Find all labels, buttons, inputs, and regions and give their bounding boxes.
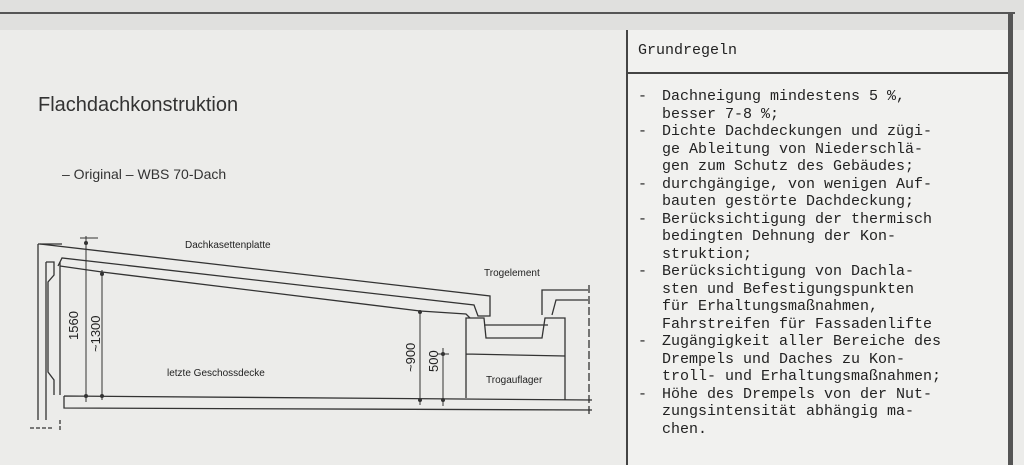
bullet-dash: - xyxy=(638,333,648,350)
rules-box: Grundregeln -Dachneigung mindestens 5 %,… xyxy=(626,30,1012,465)
wall-base xyxy=(30,420,61,430)
bullet-dash: - xyxy=(638,175,648,193)
rules-heading: Grundregeln xyxy=(628,30,1012,74)
flat-roof-section-drawing xyxy=(30,236,593,430)
outer-wall xyxy=(37,243,62,420)
dimension-1560: 1560 xyxy=(66,311,81,340)
label-trough-element: Trogelement xyxy=(484,268,540,279)
roof-plate-top xyxy=(39,243,491,317)
label-top-floor-slab: letzte Geschossdecke xyxy=(167,368,265,379)
roof-plate-underside xyxy=(59,265,471,319)
dimension-1300: ~1300 xyxy=(88,315,103,352)
bullet-dash: - xyxy=(638,263,648,280)
rule-item: -Höhe des Drempels von der Nut- zungsint… xyxy=(638,386,1012,439)
rule-text: Dichte Dachdeckungen und zügi- ge Ableit… xyxy=(662,123,933,175)
rules-list: -Dachneigung mindestens 5 %, besser 7-8 … xyxy=(628,74,1012,438)
rule-item: -Berücksichtigung von Dachla- sten und B… xyxy=(638,263,1012,333)
rule-text: durchgängige, von wenigen Auf- bauten ge… xyxy=(662,175,933,211)
rule-item: -Berücksichtigung der thermisch bedingte… xyxy=(638,211,1012,264)
rule-text: Dachneigung mindestens 5 %, besser 7-8 %… xyxy=(662,88,906,123)
dimension-900: ~900 xyxy=(403,342,418,372)
bullet-dash: - xyxy=(638,123,648,140)
bullet-dash: - xyxy=(638,385,648,403)
top-rule xyxy=(0,12,1015,14)
label-roof-plate: Dachkasettenplatte xyxy=(185,240,271,251)
trough-support xyxy=(465,317,566,400)
rule-text: Höhe des Drempels von der Nut- zungsinte… xyxy=(662,385,933,438)
diagram-title: Flachdachkonstruktion xyxy=(38,94,239,116)
bullet-dash: - xyxy=(638,210,648,228)
top-band xyxy=(0,0,1024,30)
rule-text: Zugängigkeit aller Bereiche des Drempels… xyxy=(662,333,942,385)
dimension-ticks xyxy=(84,241,445,402)
bullet-dash: - xyxy=(638,88,648,105)
rule-item: -Dichte Dachdeckungen und zügi- ge Ablei… xyxy=(638,123,1012,176)
dimension-lines xyxy=(80,236,449,406)
rule-item: -Dachneigung mindestens 5 %, besser 7-8 … xyxy=(638,88,1012,123)
label-trough-support: Trogauflager xyxy=(486,375,543,386)
trough-element xyxy=(541,289,588,316)
rule-text: Berücksichtigung der thermisch bedingten… xyxy=(662,210,933,263)
rule-item: -Zugängigkeit aller Bereiche des Drempel… xyxy=(638,333,1012,386)
floor-slab xyxy=(63,395,593,411)
diagram-subtitle: – Original – WBS 70-Dach xyxy=(62,166,227,182)
dimension-500: 500 xyxy=(426,350,441,372)
rules-box-right-border xyxy=(1008,12,1013,465)
rule-item: -durchgängige, von wenigen Auf- bauten g… xyxy=(638,176,1012,211)
rule-text: Berücksichtigung von Dachla- sten und Be… xyxy=(662,263,933,333)
